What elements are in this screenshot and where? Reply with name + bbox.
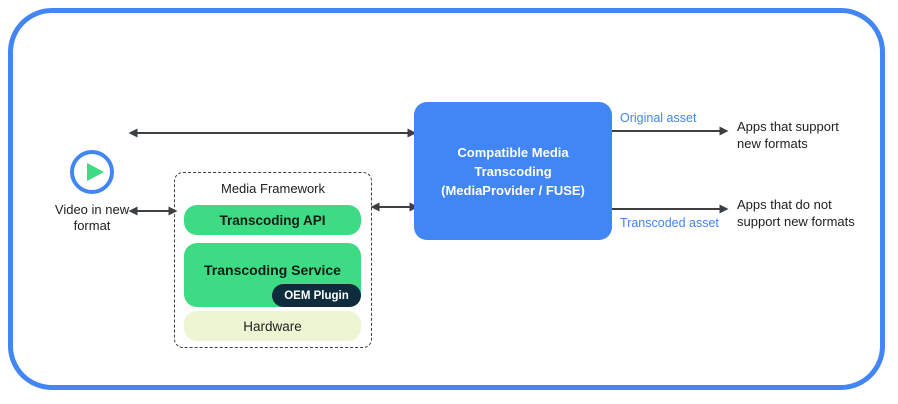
compatible-media-transcoding-box[interactable]: Compatible Media Transcoding (MediaProvi… bbox=[414, 102, 612, 240]
original-asset-label: Original asset bbox=[620, 111, 697, 125]
cmt-line-1: Compatible Media bbox=[457, 144, 569, 160]
play-triangle-icon bbox=[87, 163, 104, 181]
transcoded-asset-label: Transcoded asset bbox=[620, 216, 719, 230]
connector-video-to-framework bbox=[128, 206, 178, 216]
apps-support-new-formats-label: Apps that support new formats bbox=[737, 119, 839, 151]
video-source-label: Video in new format bbox=[54, 202, 130, 233]
play-circle-icon bbox=[70, 150, 114, 194]
connector-cmt-to-apps-nosupport bbox=[612, 204, 729, 214]
oem-plugin-badge[interactable]: OEM Plugin bbox=[272, 284, 361, 307]
layer-hardware[interactable]: Hardware bbox=[184, 311, 361, 341]
cmt-line-2: Transcoding bbox=[474, 163, 552, 179]
connector-video-to-cmt bbox=[128, 128, 417, 138]
media-framework-container bbox=[174, 172, 372, 348]
media-framework-title: Media Framework bbox=[220, 181, 326, 196]
connector-cmt-to-apps-support bbox=[612, 126, 729, 136]
apps-no-support-new-formats-label: Apps that do not support new formats bbox=[737, 197, 855, 229]
connector-framework-to-cmt bbox=[370, 202, 419, 212]
layer-transcoding-api[interactable]: Transcoding API bbox=[184, 205, 361, 235]
cmt-line-3: (MediaProvider / FUSE) bbox=[441, 182, 585, 198]
